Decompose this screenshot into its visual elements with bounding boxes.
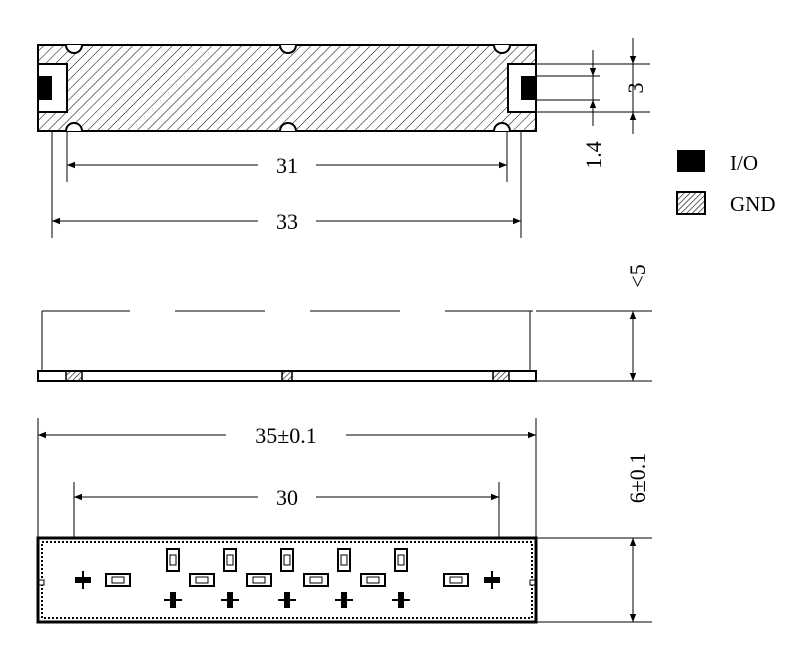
right-io-pad [521, 76, 536, 100]
legend-gnd-label: GND [730, 192, 776, 216]
dim-30: 30 [74, 485, 499, 510]
resistor-body [111, 576, 125, 584]
left-io-pad [38, 76, 52, 100]
dim-side-height-label: <5 [625, 264, 650, 287]
resistor-vertical [337, 548, 351, 572]
dim-3-label: 3 [623, 83, 648, 94]
legend-io-label: I/O [730, 151, 758, 175]
bottom-notch [65, 122, 83, 132]
dim-33-label: 33 [276, 209, 298, 234]
side-view [37, 310, 537, 382]
dim-35-label: 35±0.1 [255, 423, 317, 448]
resistor-body [283, 554, 291, 566]
end-mark [38, 579, 45, 586]
dim-31: 31 [67, 153, 507, 178]
resistor-horizontal [443, 573, 469, 587]
dim-3: 3 [623, 38, 648, 134]
top-notch [493, 44, 511, 54]
resistor-body [169, 554, 177, 566]
resistor-vertical [223, 548, 237, 572]
bottom-notch [279, 122, 297, 132]
side-gnd-pad [65, 370, 83, 382]
resistor-horizontal [246, 573, 272, 587]
resistor-horizontal [360, 573, 386, 587]
resistor-body [397, 554, 405, 566]
resistor-body [366, 576, 380, 584]
top-view-body [37, 44, 537, 132]
bottom-notch [493, 122, 511, 132]
dim-33: 33 [52, 209, 521, 234]
resistor-vertical [280, 548, 294, 572]
legend-io-swatch [677, 150, 705, 172]
resistor-vertical [166, 548, 180, 572]
bottom-board-dotted-edge [36, 536, 538, 624]
legend: I/O GND [676, 150, 776, 216]
legend-gnd-swatch [676, 191, 706, 215]
side-gnd-pad [281, 370, 293, 382]
component-layer [75, 548, 500, 608]
resistor-body [252, 576, 266, 584]
top-notch [279, 44, 297, 54]
resistor-body [340, 554, 348, 566]
resistor-body [195, 576, 209, 584]
resistor-horizontal [189, 573, 215, 587]
top-notch [65, 44, 83, 54]
resistor-horizontal [105, 573, 131, 587]
resistor-vertical [394, 548, 408, 572]
top-view [37, 44, 537, 132]
dim-side-height: <5 [536, 264, 652, 382]
dim-35: 35±0.1 [38, 423, 536, 448]
resistor-body [449, 576, 463, 584]
end-mark [529, 579, 536, 586]
dim-6: 6±0.1 [625, 453, 650, 622]
dim-30-label: 30 [276, 485, 298, 510]
side-gnd-pad [492, 370, 510, 382]
dim-1-4: 1.4 [581, 50, 606, 169]
resistor-horizontal [303, 573, 329, 587]
dim-31-label: 31 [276, 153, 298, 178]
resistor-body [226, 554, 234, 566]
dim-1-4-label: 1.4 [581, 141, 606, 169]
resistor-body [309, 576, 323, 584]
dim-6-label: 6±0.1 [625, 453, 650, 504]
